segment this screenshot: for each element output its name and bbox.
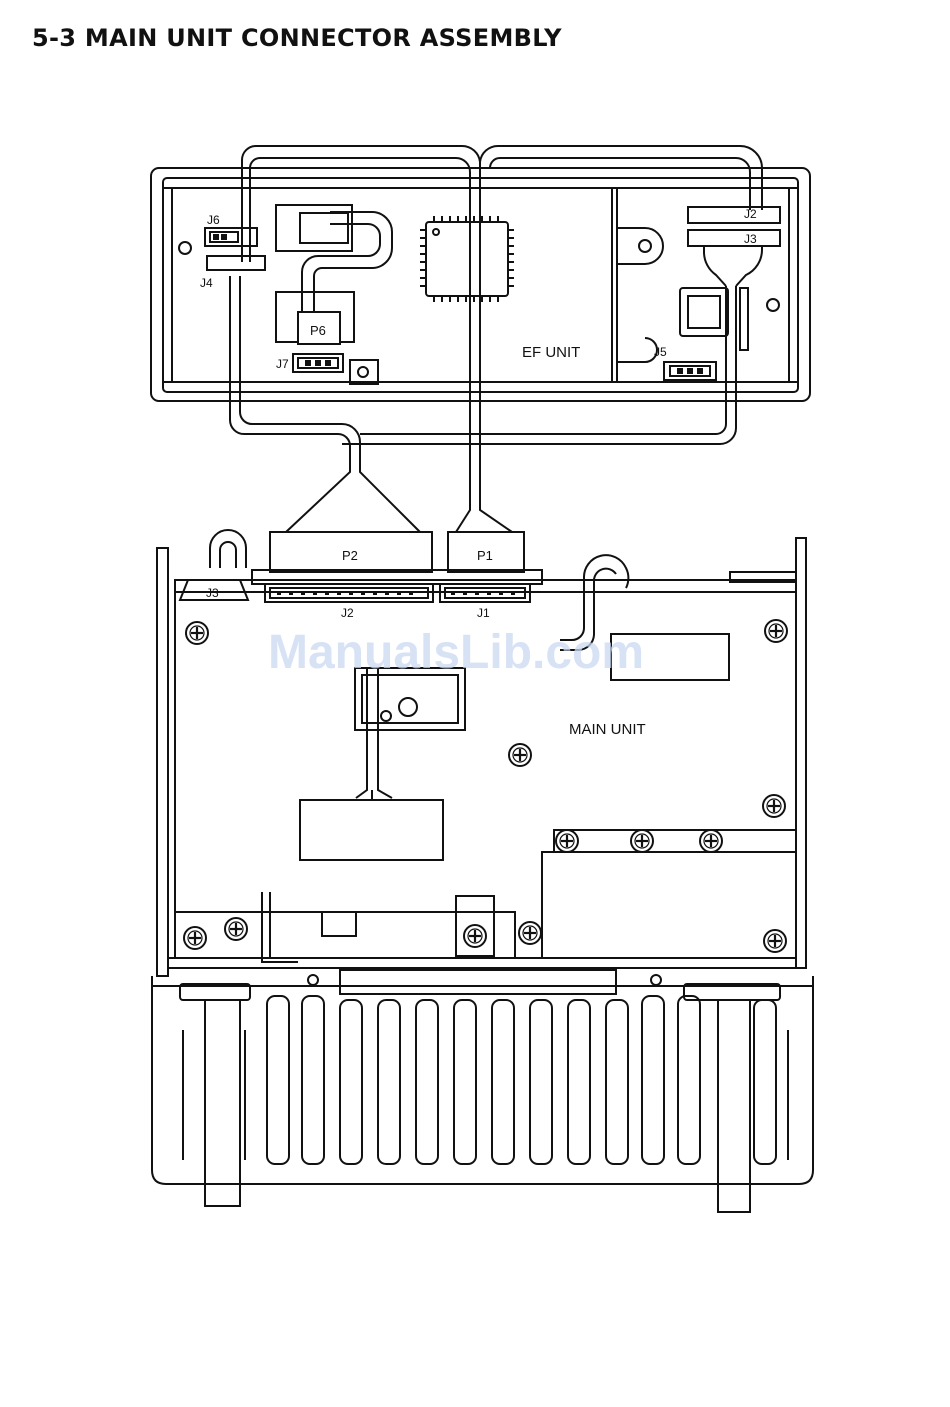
- ef-j6-label: J6: [207, 213, 220, 227]
- main-unit-chassis: [157, 530, 806, 976]
- main-j1-label: J1: [477, 606, 490, 620]
- screw-icon: [184, 927, 206, 949]
- ef-j7-label: J7: [276, 357, 289, 371]
- screw-icon: [700, 830, 722, 852]
- screw-icon: [186, 622, 208, 644]
- ef-p6-label: P6: [310, 323, 326, 338]
- heatsink: [152, 970, 813, 1212]
- main-j3-label: J3: [206, 586, 219, 600]
- screw-icon: [225, 918, 247, 940]
- main-p2-label: P2: [342, 548, 358, 563]
- screw-icon: [464, 925, 486, 947]
- main-unit-label: MAIN UNIT: [569, 721, 646, 738]
- screw-icon: [764, 930, 786, 952]
- ef-j5-label: J5: [654, 345, 667, 359]
- screw-icon: [519, 922, 541, 944]
- watermark: ManualsLib.com: [268, 626, 644, 679]
- ef-unit-label: EF UNIT: [522, 344, 580, 361]
- main-p1-label: P1: [477, 548, 493, 563]
- screw-icon: [763, 795, 785, 817]
- ef-j3-label: J3: [744, 232, 757, 246]
- ef-j4-label: J4: [200, 276, 213, 290]
- ef-j2-label: J2: [744, 207, 757, 221]
- screw-icon: [631, 830, 653, 852]
- ef-connectors: [205, 205, 780, 384]
- main-j2-label: J2: [341, 606, 354, 620]
- screw-icon: [509, 744, 531, 766]
- screw-icon: [556, 830, 578, 852]
- screw-icon: [765, 620, 787, 642]
